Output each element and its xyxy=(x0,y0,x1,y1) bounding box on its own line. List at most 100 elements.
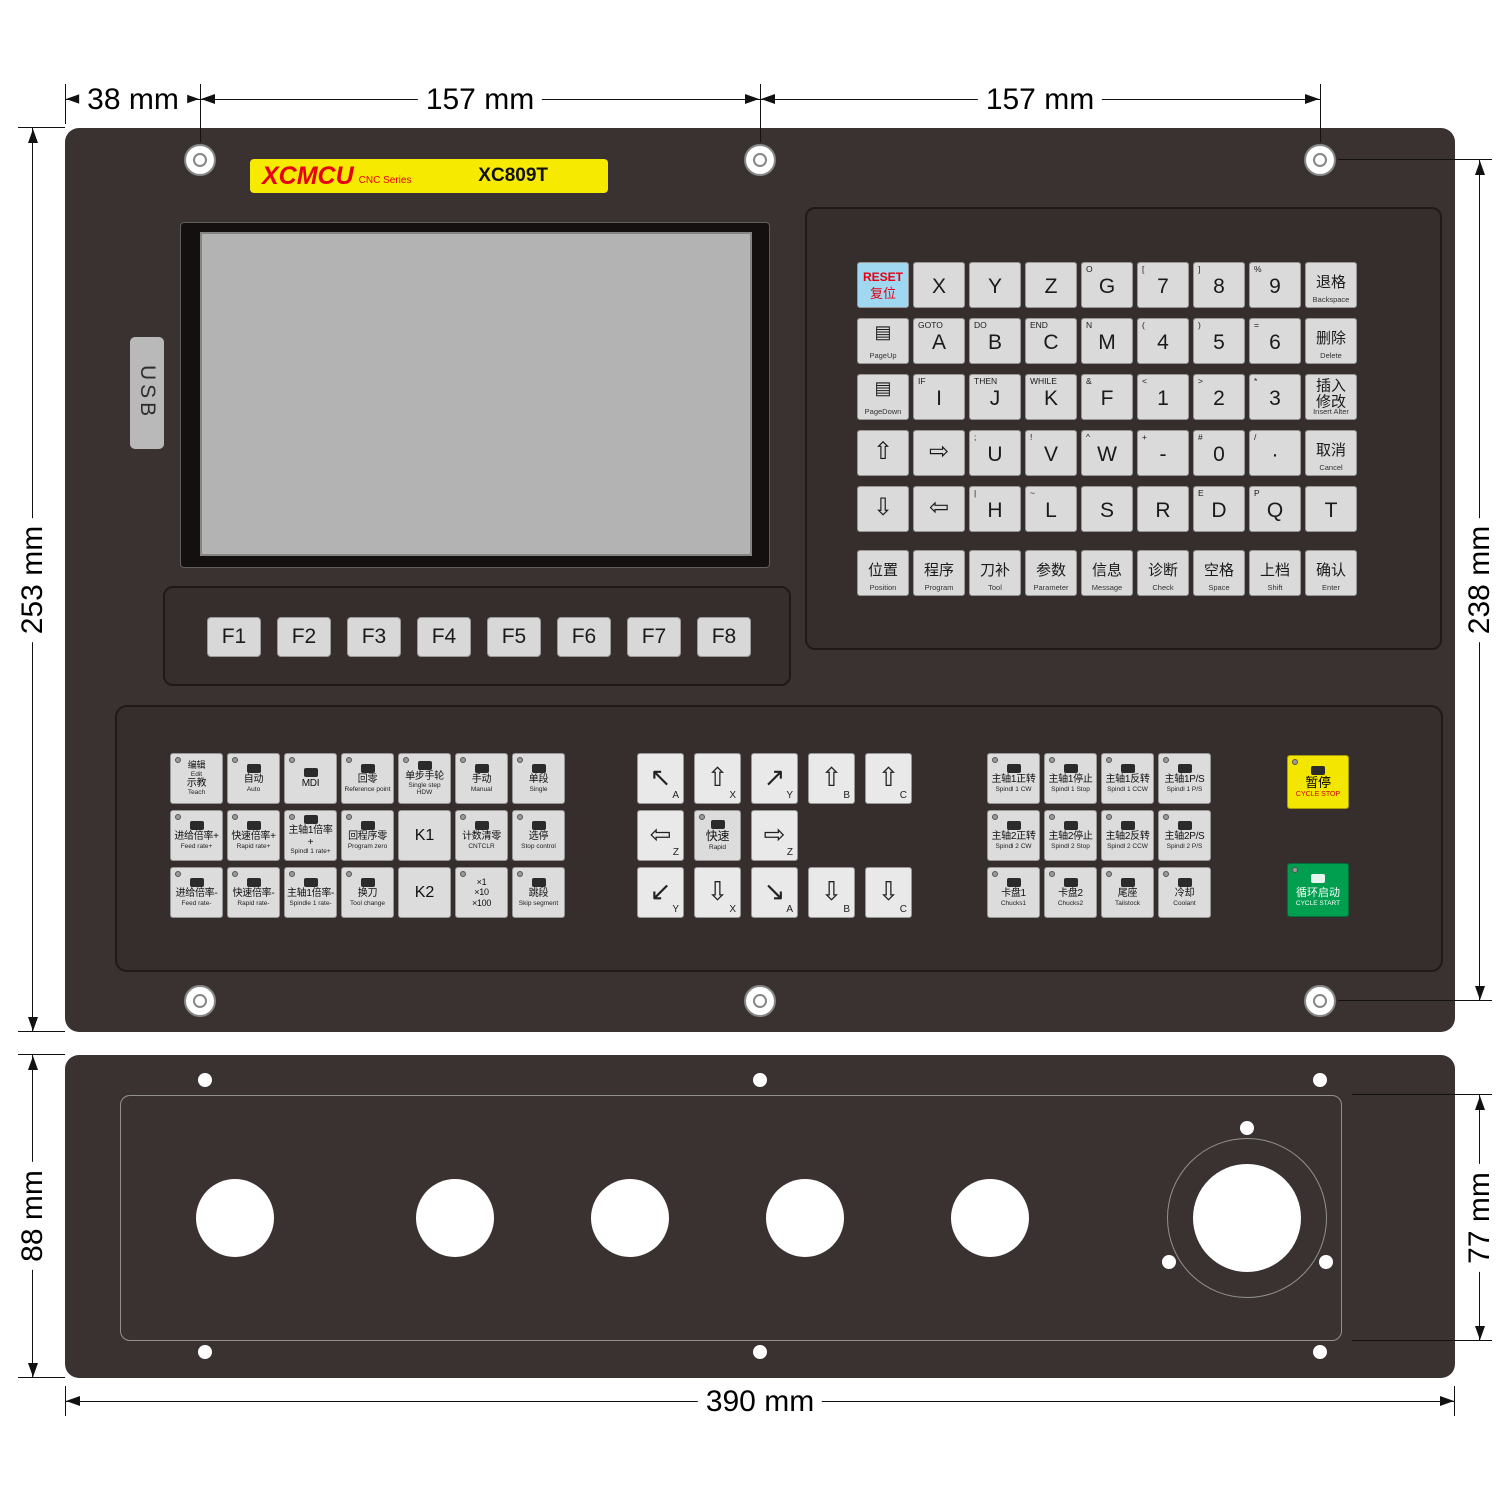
key-w[interactable]: ^W xyxy=(1081,430,1133,476)
jog-up-hollow-b[interactable]: ⇧B xyxy=(808,753,855,804)
key-step-multiplier[interactable]: ×1 ×10 ×100 xyxy=(455,867,508,918)
jog-down-hollow-b[interactable]: ⇩B xyxy=(808,867,855,918)
jog-down-left-y[interactable]: ↙Y xyxy=(637,867,684,918)
key-3[interactable]: *3 xyxy=(1249,374,1301,420)
jog-right-z[interactable]: ⇨Z xyxy=(751,810,798,861)
key-k1[interactable]: K1 xyxy=(398,810,451,861)
jog-down-right-a[interactable]: ↘A xyxy=(751,867,798,918)
key-4[interactable]: (4 xyxy=(1137,318,1189,364)
key-8[interactable]: ]8 xyxy=(1193,262,1245,308)
jog-up-hollow-c[interactable]: ⇧C xyxy=(865,753,912,804)
key-decimal-point[interactable]: /· xyxy=(1249,430,1301,476)
key-t[interactable]: T xyxy=(1305,486,1357,532)
jog-up-right-y[interactable]: ↗Y xyxy=(751,753,798,804)
key-u[interactable]: ;U xyxy=(969,430,1021,476)
jog-left-z[interactable]: ⇦Z xyxy=(637,810,684,861)
key-k2[interactable]: K2 xyxy=(398,867,451,918)
fkey-f3[interactable]: F3 xyxy=(347,617,401,657)
key-2[interactable]: >2 xyxy=(1193,374,1245,420)
key-rapid-rate-plus[interactable]: 快速倍率+Rapid rate+ xyxy=(227,810,280,861)
fkey-f4[interactable]: F4 xyxy=(417,617,471,657)
key-v[interactable]: !V xyxy=(1025,430,1077,476)
key-mdi[interactable]: MDI xyxy=(284,753,337,804)
key-spindle1-rate-minus[interactable]: 主轴1倍率-Spindle 1 rate- xyxy=(284,867,337,918)
key-r[interactable]: R xyxy=(1137,486,1189,532)
key-5[interactable]: )5 xyxy=(1193,318,1245,364)
jog-up-left-a[interactable]: ↖A xyxy=(637,753,684,804)
key-l[interactable]: ~L xyxy=(1025,486,1077,532)
key-0[interactable]: #0 xyxy=(1193,430,1245,476)
key-rapid-rate-minus[interactable]: 快速倍率-Rapid rate- xyxy=(227,867,280,918)
jog-up-x[interactable]: ⇧X xyxy=(694,753,741,804)
key-cursor-up[interactable]: ⇧ xyxy=(857,430,909,476)
key-x[interactable]: X xyxy=(913,262,965,308)
key-page-up[interactable]: ▤PageUp xyxy=(857,318,909,364)
key-1[interactable]: <1 xyxy=(1137,374,1189,420)
key-y[interactable]: Y xyxy=(969,262,1021,308)
key-9[interactable]: %9 xyxy=(1249,262,1301,308)
key-feed-rate-plus[interactable]: 进给倍率+Feed rate+ xyxy=(170,810,223,861)
key-cycle-start[interactable]: 循环启动 CYCLE START xyxy=(1287,863,1349,917)
key-h[interactable]: |H xyxy=(969,486,1021,532)
fkey-f5[interactable]: F5 xyxy=(487,617,541,657)
key-s[interactable]: S xyxy=(1081,486,1133,532)
fkey-f7[interactable]: F7 xyxy=(627,617,681,657)
key-cursor-left[interactable]: ⇦ xyxy=(913,486,965,532)
jog-down-x[interactable]: ⇩X xyxy=(694,867,741,918)
jog-down-hollow-c[interactable]: ⇩C xyxy=(865,867,912,918)
key-f[interactable]: &F xyxy=(1081,374,1133,420)
key-cursor-down[interactable]: ⇩ xyxy=(857,486,909,532)
key-page-down[interactable]: ▤PageDown xyxy=(857,374,909,420)
key-spindle1-rate-plus[interactable]: 主轴1倍率+Spindl 1 rate+ xyxy=(284,810,337,861)
key-6[interactable]: =6 xyxy=(1249,318,1301,364)
key-cycle-stop[interactable]: 暂停 CYCLE STOP xyxy=(1287,755,1349,809)
key-z[interactable]: Z xyxy=(1025,262,1077,308)
usb-port-label[interactable]: USB xyxy=(130,337,164,449)
key-cursor-right[interactable]: ⇨ xyxy=(913,430,965,476)
key-feed-rate-minus[interactable]: 进给倍率-Feed rate- xyxy=(170,867,223,918)
